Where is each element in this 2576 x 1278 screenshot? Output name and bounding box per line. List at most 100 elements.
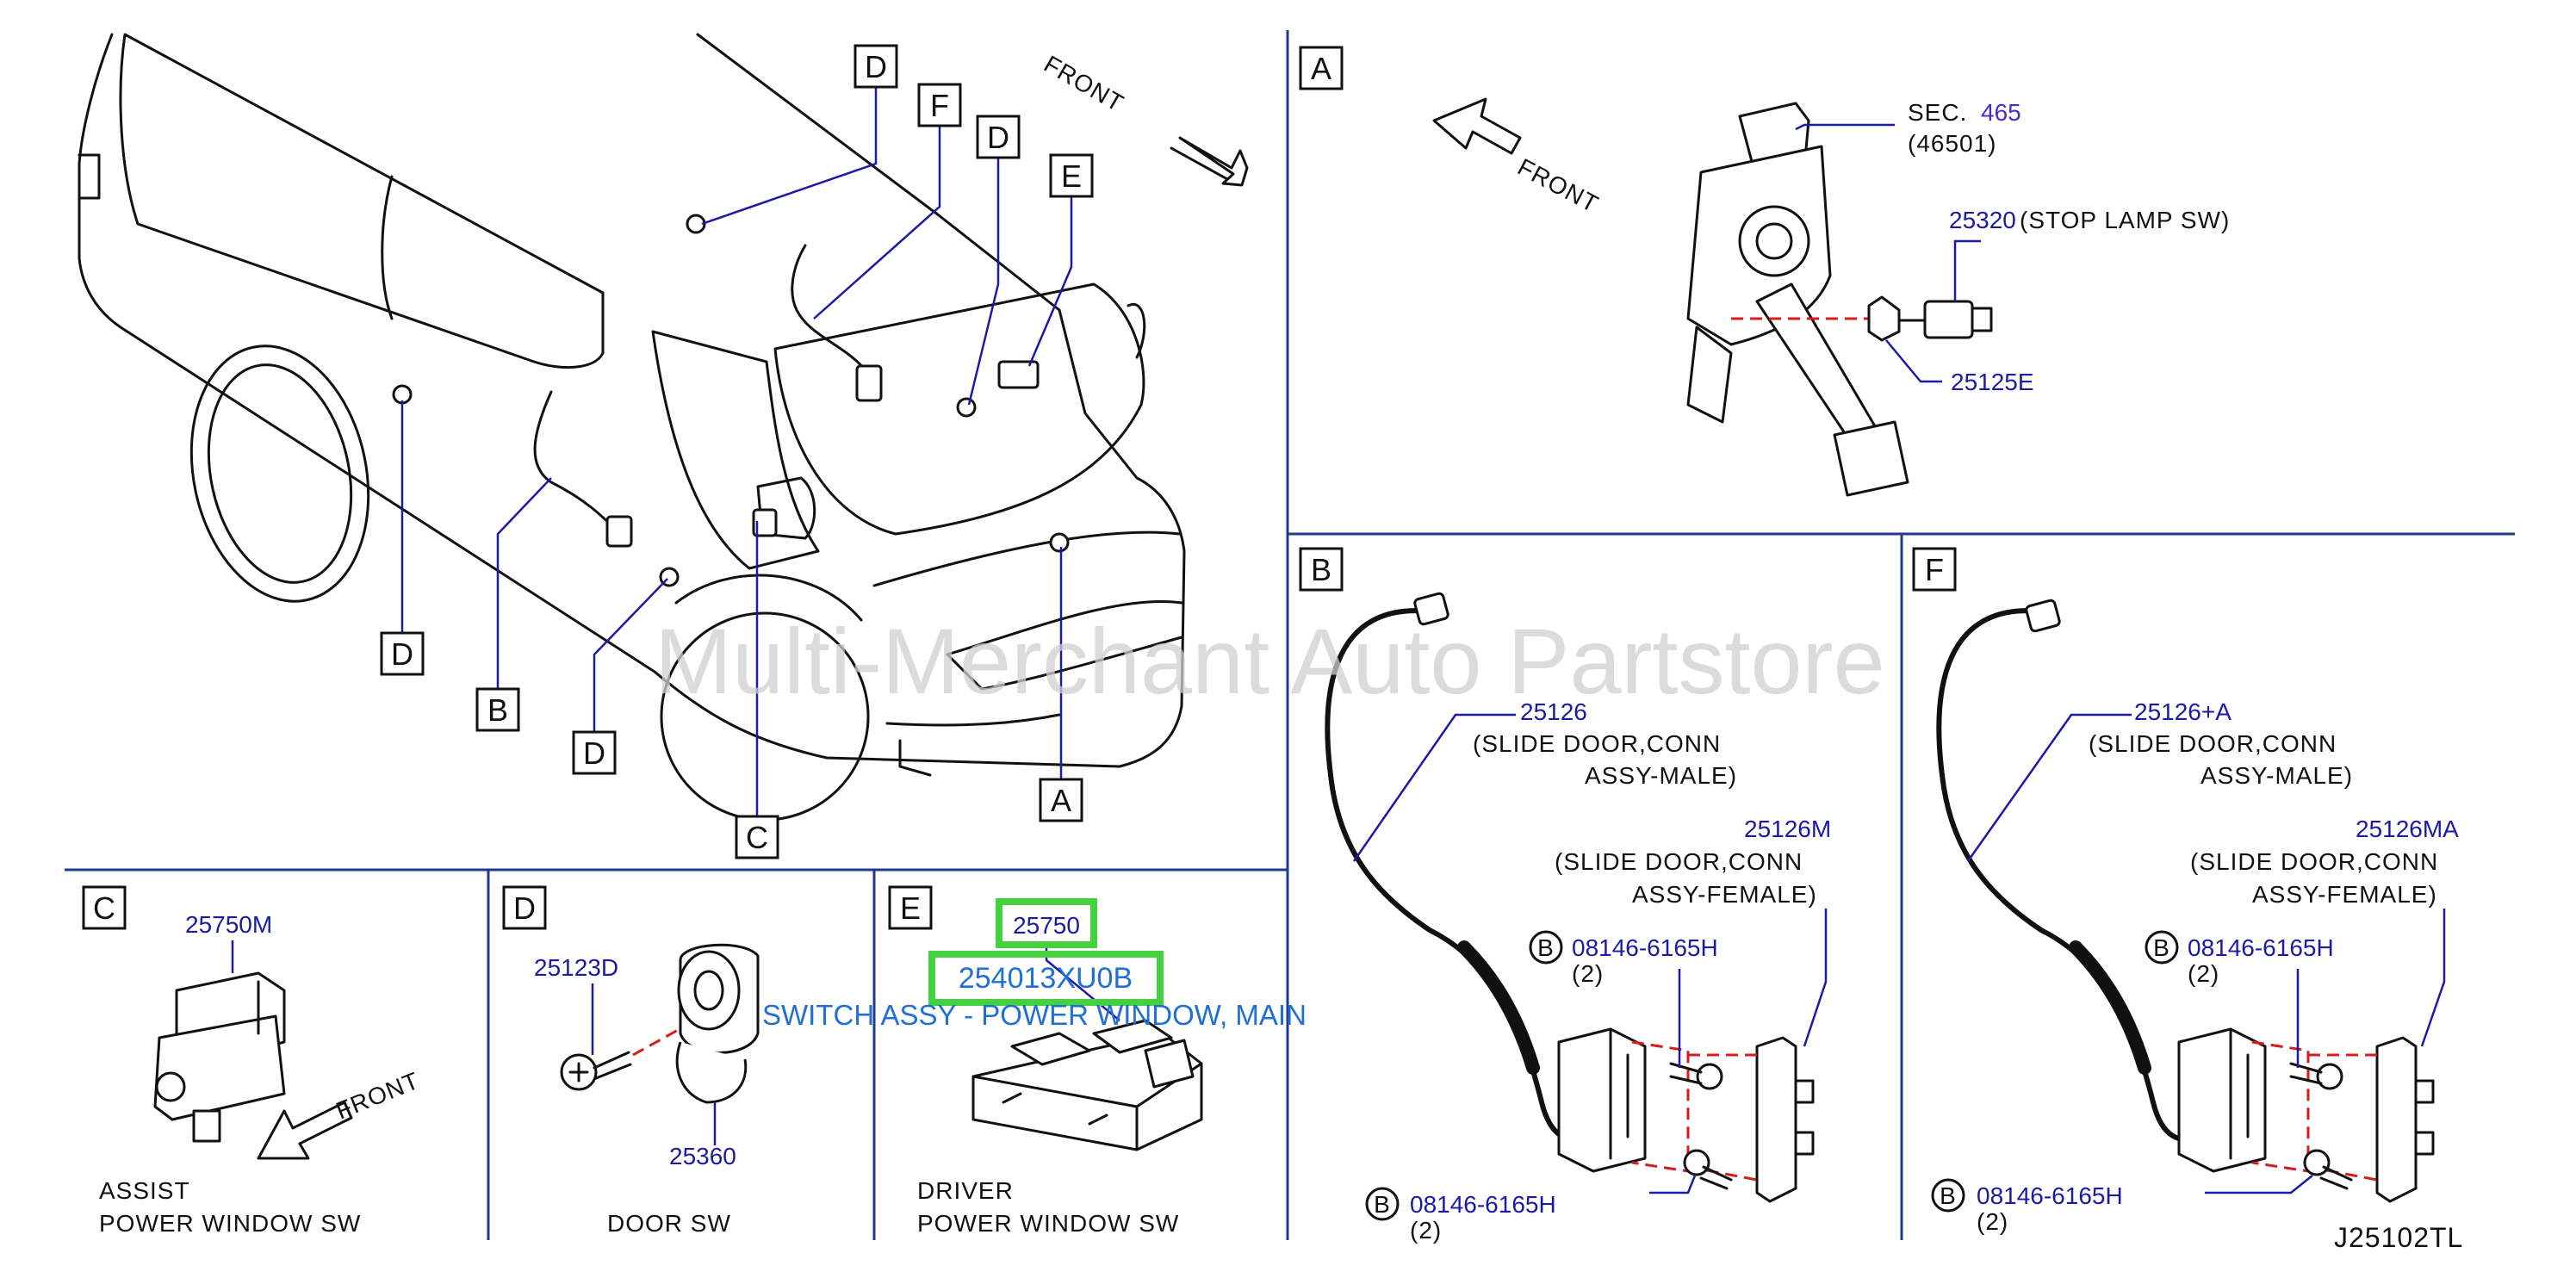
sec-sub: (46501) [1908,130,1997,157]
bolt-upper [2289,1062,2343,1090]
panel-f-letter: F [1925,552,1944,587]
sec-label: SEC. [1908,99,1967,126]
male-desc-2: ASSY-MALE) [1585,762,1737,789]
front-arrow-icon [1178,136,1249,187]
panel-f: F 25126+A (SLIDE DOOR,CONN ASSY-MALE) [1912,547,2463,1253]
female-desc-2: ASSY-FEMALE) [2252,881,2437,908]
switch-assy-link[interactable]: SWITCH ASSY - POWER WINDOW, MAIN [762,999,1307,1031]
male-connector [1557,1027,1647,1173]
panel-b: B 25126 (SLIDE DOOR,CON [1299,547,1831,1244]
caption-assist: ASSIST [99,1177,190,1204]
svg-text:D: D [865,49,887,84]
assist-power-window-switch [153,971,286,1143]
bolt-marker-b: B [2153,934,2170,961]
part-25360[interactable]: 25360 [669,1143,736,1169]
driver-power-window-switch [971,1019,1203,1151]
svg-text:C: C [746,820,768,855]
callout-a[interactable]: A [1039,778,1083,822]
panel-b-letter: B [1311,552,1331,587]
svg-text:D: D [987,120,1009,155]
female-desc-2: ASSY-FEMALE) [1632,881,1817,908]
male-desc-1: (SLIDE DOOR,CONN [1473,730,1721,757]
bolt-lower [2303,1149,2353,1190]
part-08146-6165h[interactable]: 08146-6165H [1572,934,1718,961]
bolt-qty: (2) [1572,960,1604,987]
panel-c-letter: C [93,890,115,926]
bolt-marker-b-lower: B [1374,1191,1391,1218]
panel-a-front-label: FRONT [1513,153,1603,218]
callout-e[interactable]: E [1049,153,1094,198]
overview-callouts: D F D E D B D C [380,44,1094,859]
stop-lamp-desc: (STOP LAMP SW) [2020,207,2230,233]
door-switch [675,943,760,1104]
panel-dividers [65,30,2515,1240]
female-connector [1755,1036,1815,1203]
svg-text:D: D [583,735,605,771]
caption-door-sw: DOOR SW [607,1210,731,1237]
callout-d-left[interactable]: D [380,631,425,676]
caption-driver: DRIVER [917,1177,1014,1204]
svg-text:A: A [1051,783,1071,818]
bolt-qty-lower: (2) [1977,1208,2008,1235]
female-desc-1: (SLIDE DOOR,CONN [1555,848,1803,875]
panel-c-front-label: FRONT [332,1067,424,1125]
callout-c[interactable]: C [735,815,779,859]
svg-text:F: F [930,88,949,123]
callout-d-lower[interactable]: D [572,730,617,775]
part-08146-6165h-lower[interactable]: 08146-6165H [1410,1191,1556,1218]
panel-a-letter: A [1311,51,1331,86]
part-25750-highlight[interactable]: 25750 [996,898,1097,948]
male-desc-2: ASSY-MALE) [2200,762,2353,789]
selected-part-highlight[interactable]: 254013XU0B [928,951,1164,1006]
callout-d-middle[interactable]: D [976,115,1021,159]
panel-a: A FRONT SEC. 465 (46501) 25320 (STOP LA [1299,46,2230,497]
svg-text:D: D [391,636,413,672]
callout-b[interactable]: B [475,687,520,732]
part-25126m[interactable]: 25126M [1744,816,1831,842]
front-arrow-icon [257,1101,353,1160]
bolt-marker-b: B [1537,934,1555,961]
bolt-upper [1669,1062,1723,1090]
part-25126ma[interactable]: 25126MA [2356,816,2459,842]
male-desc-1: (SLIDE DOOR,CONN [2089,730,2337,757]
bolt-qty: (2) [2188,960,2219,987]
sec-number[interactable]: 465 [1981,99,2021,126]
male-connector [2177,1027,2267,1173]
callout-d-top[interactable]: D [853,44,898,89]
female-connector [2375,1036,2435,1203]
panel-d: D 25123D 25360 DOOR SW [502,885,760,1237]
svg-text:E: E [1061,158,1082,194]
callout-f[interactable]: F [917,83,962,127]
panel-d-letter: D [513,890,536,926]
panel-c: C 25750M FRONT ASSIST POWER WINDOW SW [82,885,424,1237]
bolt-marker-b-lower: B [1940,1182,1957,1209]
diagram-code: J25102TL [2334,1222,2463,1253]
bolt-qty-lower: (2) [1410,1217,1442,1244]
part-25123d[interactable]: 25123D [534,954,618,981]
door-switch-screw [560,1051,632,1091]
part-25126-a[interactable]: 25126+A [2134,698,2231,725]
brake-pedal-assembly [1686,102,1909,497]
harness-cable [1936,608,2207,1143]
part-25126[interactable]: 25126 [1520,698,1587,725]
selected-part-number: 254013XU0B [959,962,1133,995]
part-08146-6165h-lower[interactable]: 08146-6165H [1977,1182,2123,1209]
overview-leader-lines [400,82,1073,816]
part-25750: 25750 [1013,912,1080,939]
panel-e-letter: E [900,890,921,926]
watermark: Multi-Merchant Auto Partstore [655,609,1885,713]
part-25750m[interactable]: 25750M [185,911,272,938]
stop-lamp-switch [1867,295,1993,342]
harness-cable [1325,608,1596,1143]
svg-text:B: B [487,692,508,728]
panel-e: E 25750 254013XU0B SWITCH ASSY - POWER W… [762,885,1307,1237]
part-25320[interactable]: 25320 [1949,207,2016,233]
front-arrow-icon [1432,97,1522,155]
female-desc-1: (SLIDE DOOR,CONN [2190,848,2438,875]
part-08146-6165h[interactable]: 08146-6165H [2188,934,2334,961]
caption-power-window-sw: POWER WINDOW SW [917,1210,1179,1237]
bolt-lower [1683,1149,1733,1190]
part-25125e[interactable]: 25125E [1951,369,2034,395]
van-overview-illustration [78,33,1186,822]
